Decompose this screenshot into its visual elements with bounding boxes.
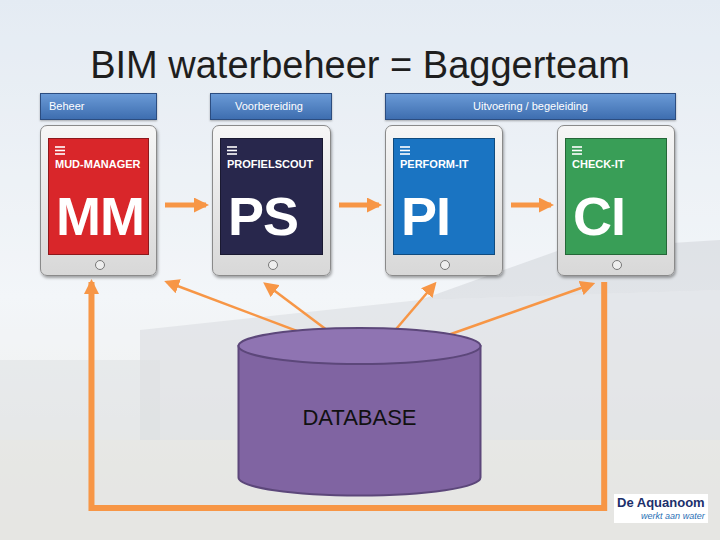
- app-name: PROFIELSCOUT: [227, 159, 313, 170]
- flow-arrow: [165, 203, 206, 208]
- phase-label: Uitvoering / begeleiding: [386, 94, 675, 119]
- phase-header: Uitvoering / begeleiding: [385, 93, 676, 120]
- menu-bar: [227, 146, 237, 148]
- app-tablet: MUD-MANAGER MM: [40, 125, 157, 276]
- tablet-screen: CHECK-IT CI: [565, 138, 667, 255]
- app-initials: MM: [56, 189, 144, 243]
- phase-header: Beheer: [40, 93, 157, 120]
- company-logo: De Aquanoomwerkt aan water: [614, 494, 708, 523]
- app-initials: CI: [573, 189, 625, 243]
- logo-tagline: werkt aan water: [617, 511, 705, 521]
- app-tablet: CHECK-IT CI: [557, 125, 675, 276]
- tablet-screen: PROFIELSCOUT PS: [220, 138, 323, 255]
- tablet-screen: PERFORM-IT PI: [393, 138, 495, 255]
- home-button: [440, 260, 450, 270]
- menu-bar: [55, 153, 65, 155]
- cylinder-top: [239, 328, 481, 364]
- menu-bar: [227, 150, 237, 152]
- app-initials: PS: [228, 189, 298, 243]
- phase-label: Beheer: [41, 94, 156, 119]
- phase-label: Voorbereiding: [211, 94, 331, 119]
- database-label: DATABASE: [237, 405, 482, 431]
- flow-arrow: [511, 203, 551, 208]
- app-initials: PI: [401, 189, 450, 243]
- menu-icon: [400, 146, 411, 155]
- menu-bar: [400, 153, 410, 155]
- menu-bar: [55, 146, 65, 148]
- app-name: CHECK-IT: [572, 159, 625, 170]
- logo-name: De Aquanoom: [617, 496, 705, 511]
- home-button: [268, 260, 278, 270]
- menu-bar: [400, 150, 410, 152]
- menu-bar: [400, 146, 410, 148]
- app-name: PERFORM-IT: [400, 159, 468, 170]
- home-button: [95, 260, 105, 270]
- home-button: [612, 260, 622, 270]
- menu-bar: [572, 146, 582, 148]
- flow-arrow: [91, 282, 604, 508]
- phase-header: Voorbereiding: [210, 93, 332, 120]
- menu-bar: [572, 153, 582, 155]
- menu-icon: [572, 146, 583, 155]
- tablet-screen: MUD-MANAGER MM: [48, 138, 149, 255]
- menu-bar: [55, 150, 65, 152]
- slide-title: BIM waterbeheer = Baggerteam: [0, 42, 720, 88]
- menu-bar: [572, 150, 582, 152]
- flow-arrow: [339, 203, 379, 208]
- menu-icon: [227, 146, 238, 155]
- database-cylinder: DATABASE: [237, 327, 482, 497]
- app-tablet: PERFORM-IT PI: [385, 125, 503, 276]
- menu-icon: [55, 146, 66, 155]
- app-tablet: PROFIELSCOUT PS: [212, 125, 331, 276]
- menu-bar: [227, 153, 237, 155]
- app-name: MUD-MANAGER: [55, 159, 141, 170]
